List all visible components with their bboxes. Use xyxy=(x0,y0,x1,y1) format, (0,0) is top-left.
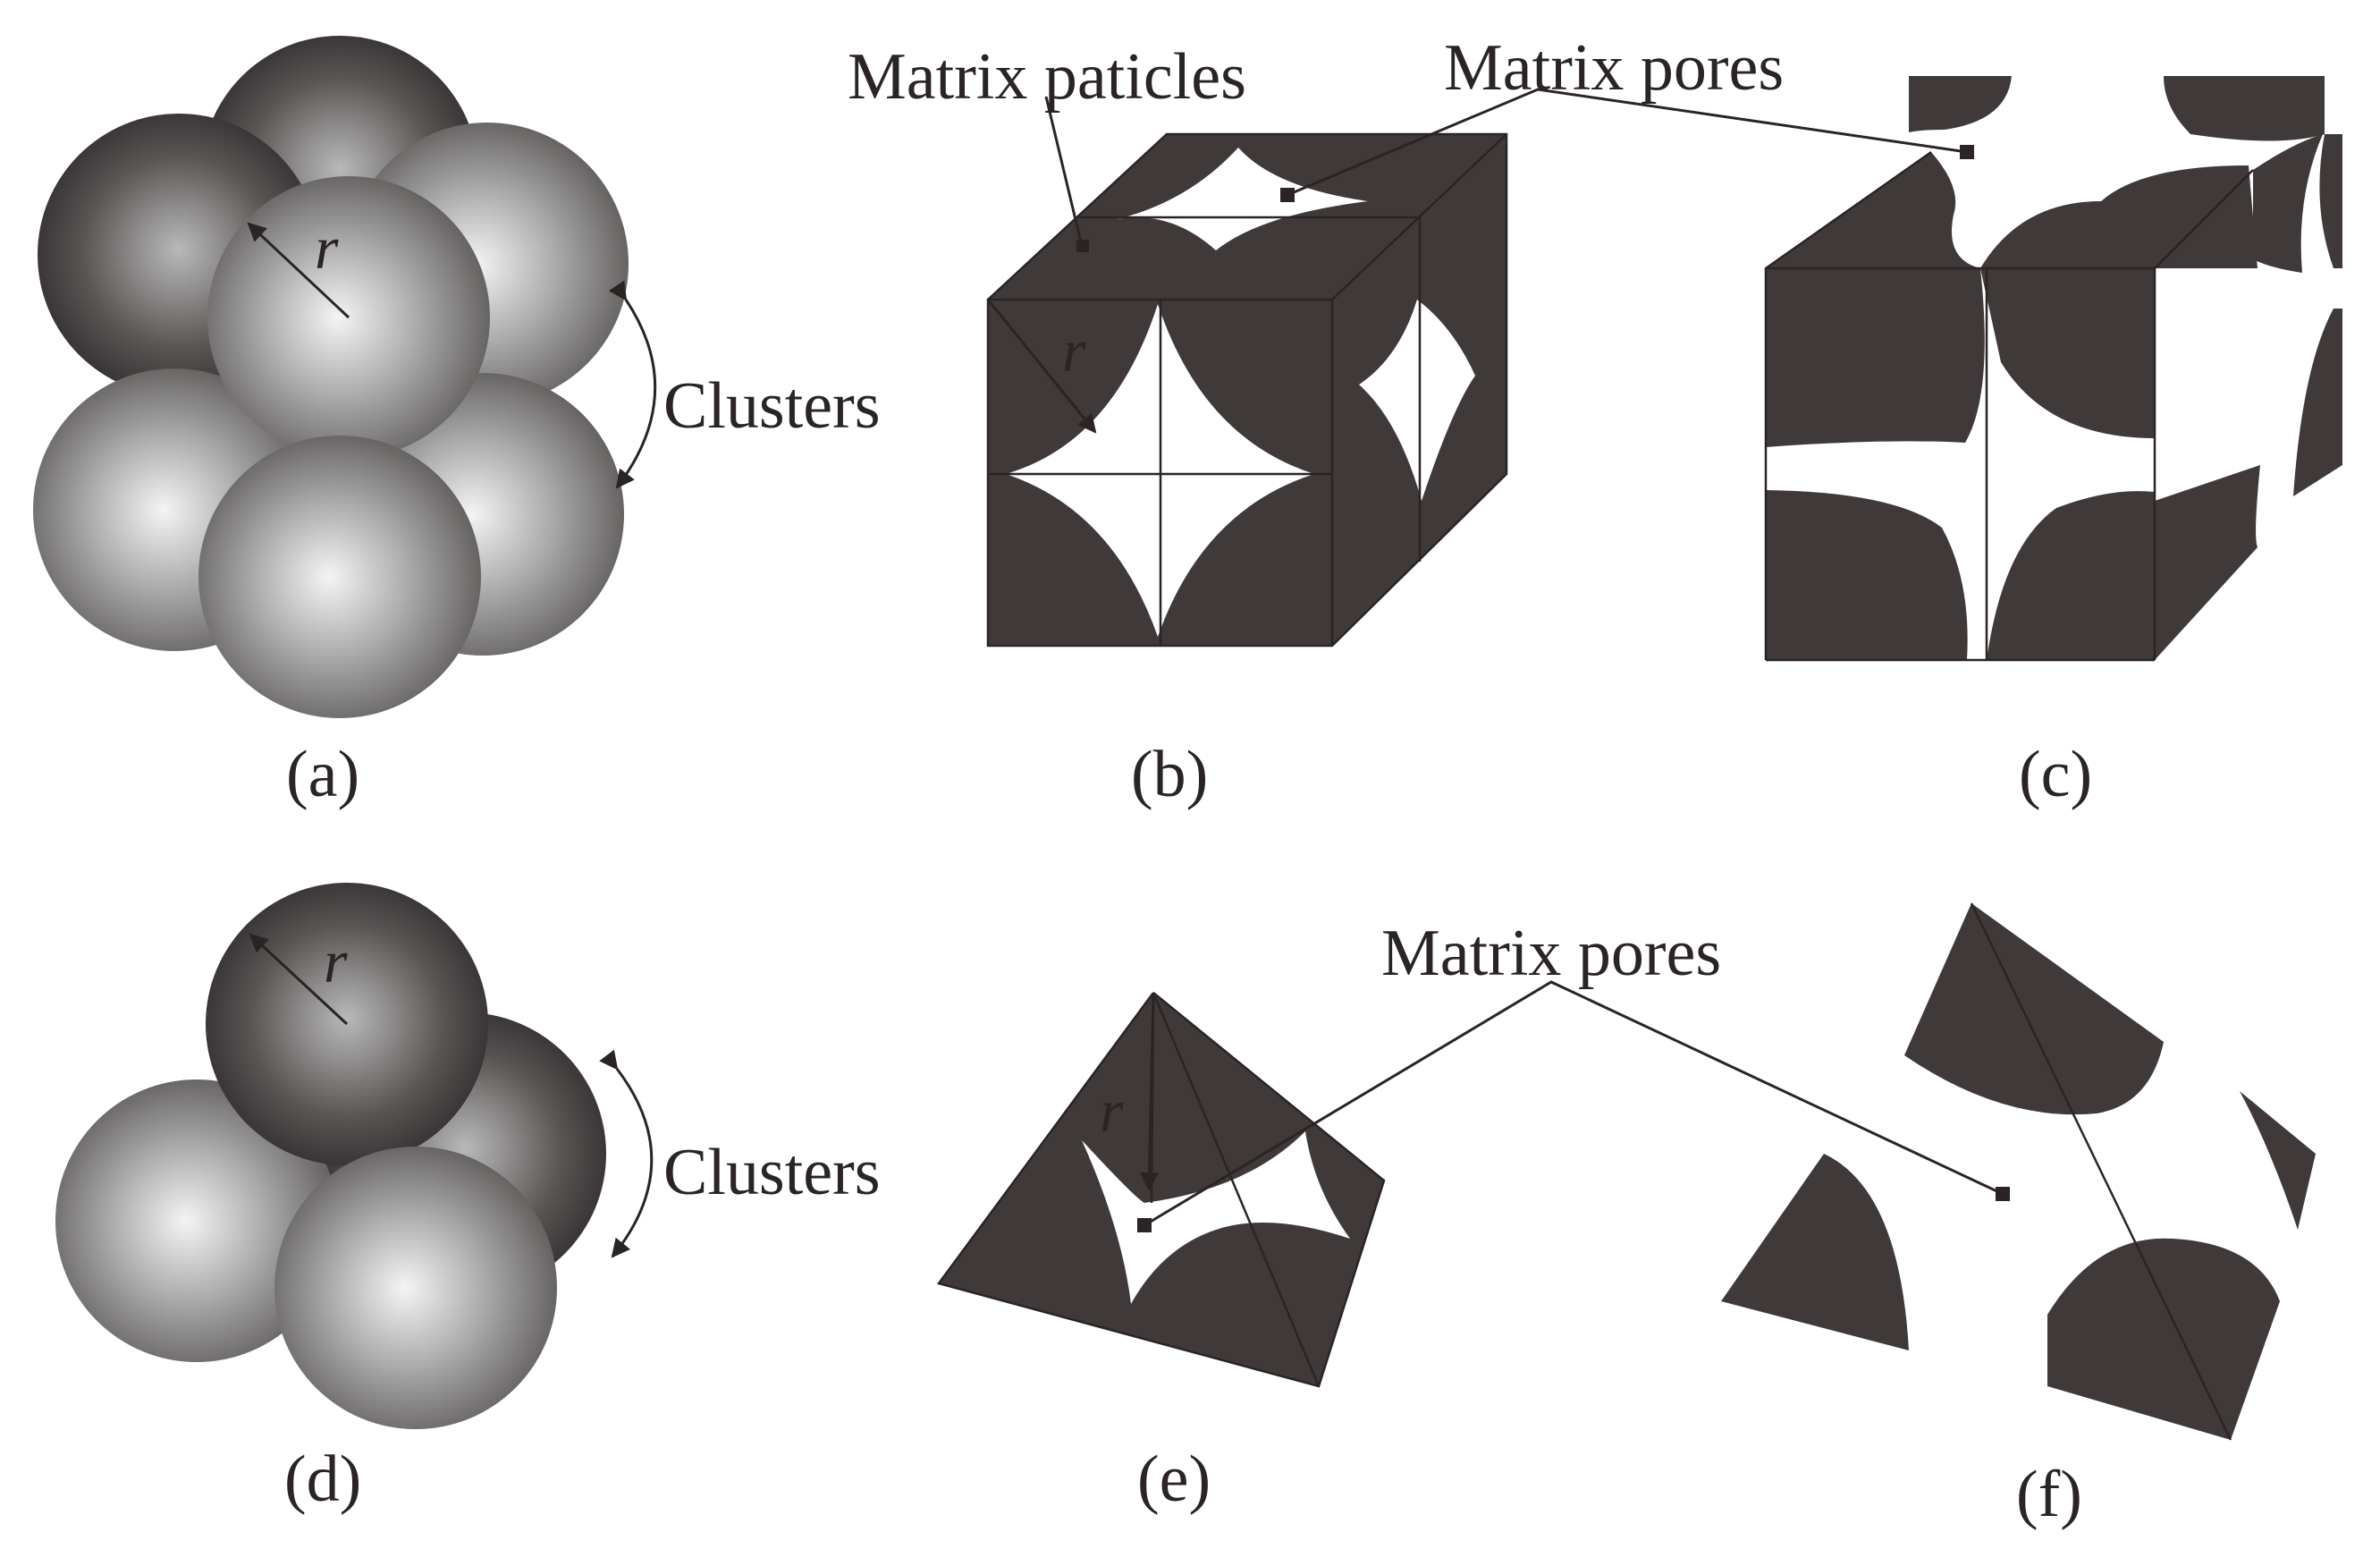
matrix-pores-leader-top xyxy=(1287,88,1968,197)
radius-symbol-d: r xyxy=(324,927,348,995)
panel-b-cubic-cell: r Matrix paticles (b) xyxy=(848,40,1508,811)
particle-c-right-upper xyxy=(2253,134,2323,273)
matrix-particles-marker xyxy=(1076,240,1089,252)
particle-c-front-tr xyxy=(1980,268,2155,438)
matrix-pores-top-callout: Matrix pores xyxy=(1280,31,1974,202)
sphere-d-front-right xyxy=(274,1147,557,1429)
right-face-pore xyxy=(1359,300,1475,501)
panel-label-f: (f) xyxy=(2016,1458,2082,1531)
radius-symbol-b: r xyxy=(1062,317,1086,385)
clusters-label-d: Clusters xyxy=(663,1136,881,1209)
panel-label-b: (b) xyxy=(1131,738,1208,811)
particle-c-front-bl xyxy=(1766,490,1968,660)
tetra-edge-1 xyxy=(1152,992,1321,1387)
tetra-f-edge xyxy=(1970,902,2232,1441)
particle-f-top xyxy=(1904,903,2164,1115)
particle-c-top-left-front xyxy=(1766,152,1980,268)
clusters-arc-arrow xyxy=(608,280,657,489)
matrix-pores-label-bottom: Matrix pores xyxy=(1381,917,1721,990)
panel-c-exploded-cell: (c) xyxy=(1764,76,2342,811)
particle-c-right-top xyxy=(2319,134,2342,268)
radius-symbol-e: r xyxy=(1100,1077,1124,1145)
sphere-d-front-left xyxy=(55,1079,338,1362)
pore-marker-c xyxy=(1960,145,1974,159)
clusters-arc-arrow-d xyxy=(599,1049,654,1258)
panel-label-e: (e) xyxy=(1137,1443,1211,1516)
panel-e-tetra-cell: r (e) xyxy=(936,992,1386,1516)
pore-marker-b xyxy=(1280,188,1295,202)
panel-d-sphere-cluster: r Clusters (d) xyxy=(55,883,881,1516)
panel-f-exploded-tetra: (f) xyxy=(1721,902,2316,1531)
matrix-pores-bottom-callout: Matrix pores xyxy=(1137,917,2010,1232)
matrix-pores-label-top: Matrix pores xyxy=(1444,31,1784,105)
particle-f-bottom xyxy=(2047,1238,2280,1440)
particle-c-top-left-back xyxy=(1909,76,2012,132)
clusters-label: Clusters xyxy=(663,369,881,443)
radius-arrow-b xyxy=(986,299,1097,434)
tetra-pore xyxy=(1082,1131,1350,1304)
pore-marker-e xyxy=(1137,1218,1152,1232)
panel-a-sphere-cluster: r Clusters (a) xyxy=(33,36,881,811)
tetra-outline xyxy=(936,992,1386,1388)
radius-arrow-d xyxy=(249,933,349,1026)
particle-f-right xyxy=(2240,1091,2316,1230)
radius-arrow-e xyxy=(1139,992,1159,1192)
radius-arrow xyxy=(247,222,350,319)
radius-symbol: r xyxy=(315,214,339,282)
matrix-particles-leader xyxy=(1044,96,1084,247)
sphere-front-bottom xyxy=(198,436,481,718)
particle-c-front-tl xyxy=(1766,268,1985,447)
panel-label-a: (a) xyxy=(286,738,359,811)
panel-label-d: (d) xyxy=(284,1443,361,1516)
particle-c-top-right-front xyxy=(1980,165,2258,268)
particle-c-right-mid xyxy=(2293,309,2342,496)
particle-c-front-br xyxy=(1987,491,2155,660)
particle-c-right-lower xyxy=(2155,465,2260,660)
panel-label-c: (c) xyxy=(2019,738,2092,811)
top-face-pore xyxy=(1118,148,1368,250)
matrix-pores-leader-bottom xyxy=(1144,980,2004,1227)
particle-c-top-right-back xyxy=(2164,76,2325,141)
cell-c-edge-top-right xyxy=(2154,169,2254,269)
particle-f-left xyxy=(1721,1154,1909,1350)
pore-marker-f xyxy=(1996,1187,2010,1201)
